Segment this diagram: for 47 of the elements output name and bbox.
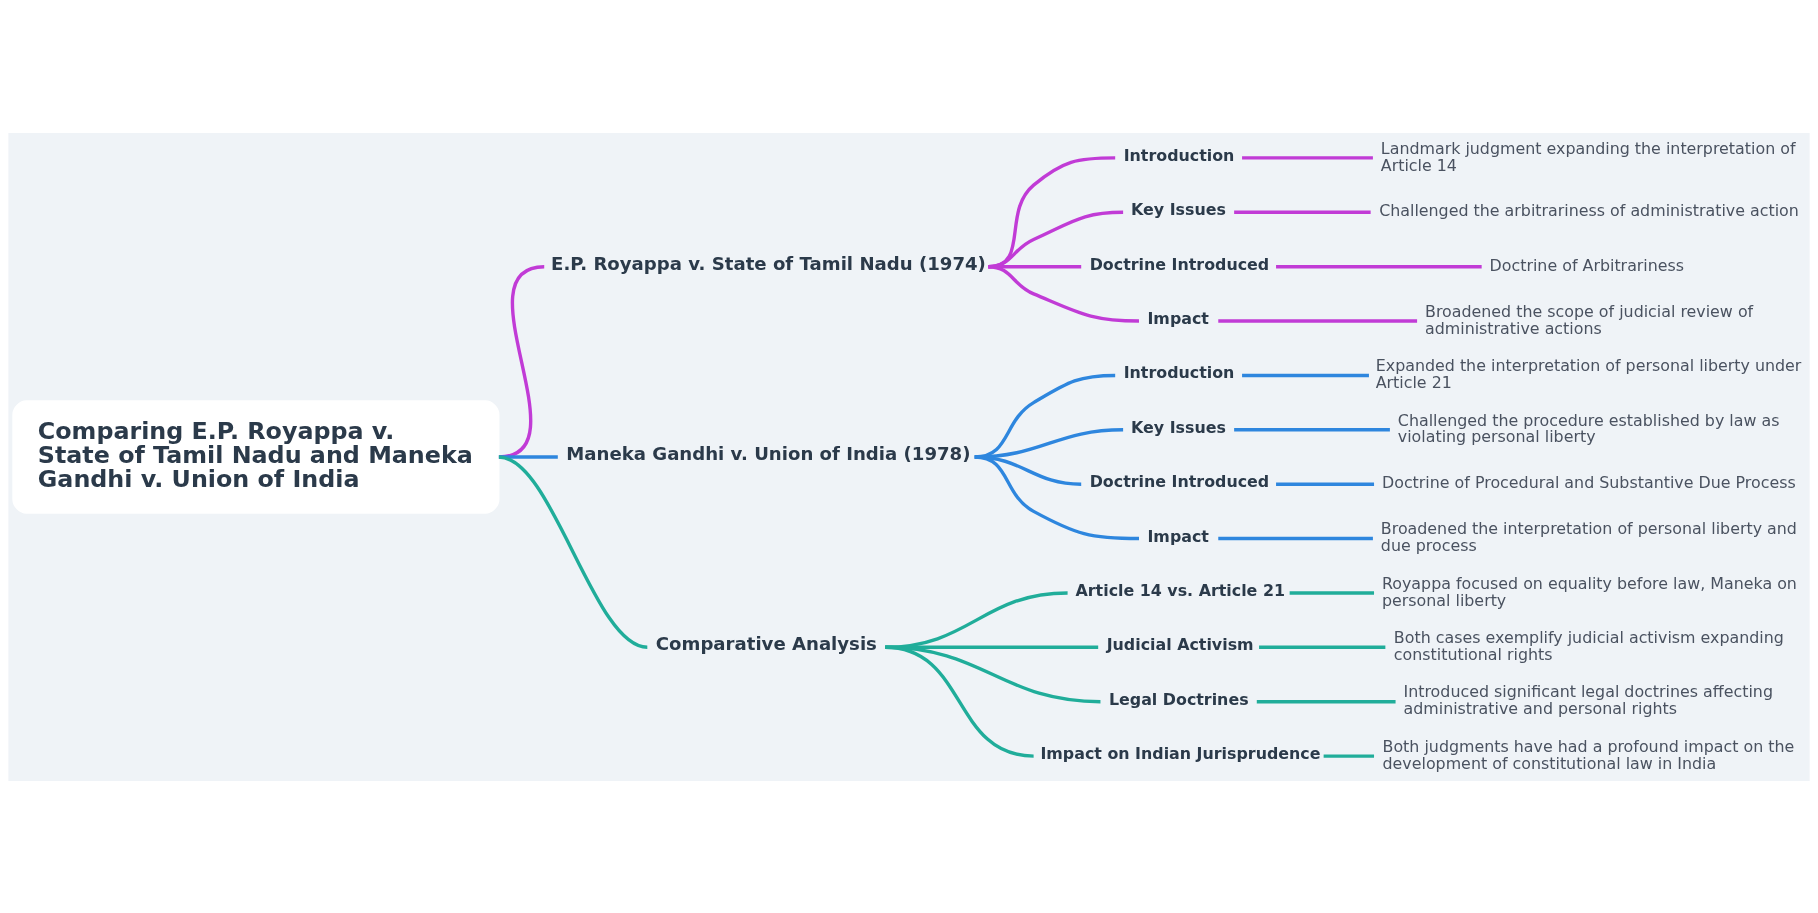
- connector: [1218, 536, 1373, 540]
- node-text: Broadened the scope of judicial review of administrative actions: [1425, 301, 1754, 338]
- connector: [1276, 264, 1482, 268]
- node-text: Doctrine Introduced: [1089, 254, 1270, 274]
- connector: [1276, 482, 1375, 486]
- node-text: Introduction: [1123, 145, 1235, 165]
- node-text: Comparative Analysis: [655, 632, 877, 654]
- node-text: Royappa focused on equality before law, Maneka on personal liberty: [1381, 573, 1797, 610]
- node-text: Maneka Gandhi v. Union of India (1978): [566, 442, 971, 464]
- connector: [498, 454, 558, 459]
- node-text: Doctrine Introduced: [1089, 471, 1270, 491]
- node-text: Doctrine of Procedural and Substantive Due Process: [1381, 472, 1796, 492]
- node-text: Challenged the arbitrariness of administrative action: [1379, 200, 1799, 220]
- node-text: Key Issues: [1131, 199, 1226, 219]
- node-text: Key Issues: [1131, 417, 1226, 437]
- connector: [988, 264, 1139, 323]
- connector: [498, 454, 648, 649]
- node-text: Doctrine of Arbitrariness: [1489, 255, 1685, 275]
- node-text: Impact on Indian Jurisprudence: [1040, 743, 1321, 763]
- node-text: Both judgments have had a profound impact on the development of constitutional law in India: [1382, 736, 1795, 773]
- node-text: Introduced significant legal doctrines affecting administrative and personal rights: [1403, 681, 1773, 718]
- connector: [1242, 155, 1373, 160]
- connector: [1323, 753, 1375, 758]
- connector: [1256, 699, 1396, 703]
- connector: [1242, 373, 1369, 377]
- node-text: Impact: [1147, 526, 1209, 546]
- connector: [1234, 427, 1390, 431]
- connector: [885, 645, 1034, 758]
- node-text: Judicial Activism: [1106, 634, 1254, 654]
- node-text: Article 14 vs. Article 21: [1075, 580, 1285, 600]
- node-text: Challenged the procedure established by law as violating personal liberty: [1397, 410, 1780, 446]
- node-box: Comparing E.P. Royappa v. State of Tamil Nadu and Maneka Gandhi v. Union of India: [12, 399, 500, 514]
- connector: [1234, 210, 1371, 214]
- node-text: Expanded the interpretation of personal liberty under Article 21: [1375, 355, 1802, 392]
- node-text: Impact: [1147, 308, 1209, 328]
- connector: [885, 590, 1068, 649]
- node-text: Introduction: [1123, 362, 1235, 382]
- connector: [974, 454, 1139, 540]
- connector: [1259, 645, 1386, 649]
- node-text: Legal Doctrines: [1108, 689, 1249, 709]
- node-text: Broadened the interpretation of personal liberty and due process: [1380, 518, 1797, 555]
- node-text: Landmark judgment expanding the interpretation of Article 14: [1380, 138, 1796, 175]
- connector: [1289, 590, 1375, 595]
- node-text: E.P. Royappa v. State of Tamil Nadu (1974): [551, 252, 986, 274]
- connector: [1218, 318, 1418, 323]
- node-text: Both cases exemplify judicial activism expanding constitutional rights: [1393, 627, 1784, 664]
- connector: [974, 454, 1082, 486]
